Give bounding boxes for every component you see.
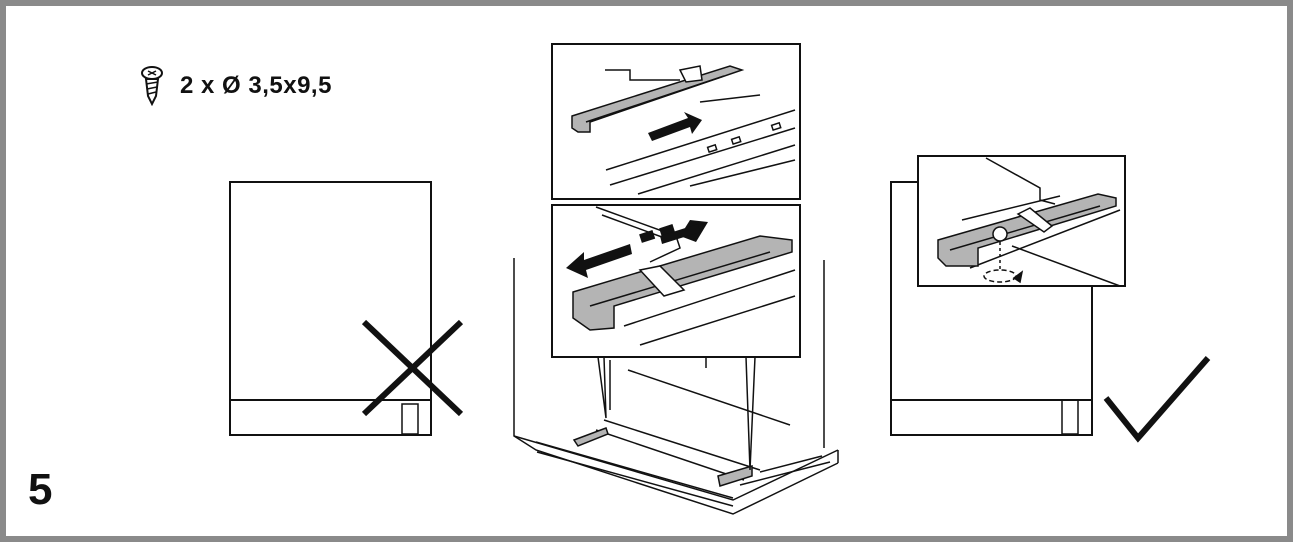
detail-screw-fixing (917, 155, 1126, 287)
hinge-block-right (1061, 399, 1079, 435)
bracket-left-mounted (572, 427, 609, 447)
slide-double-arrow-icon (566, 220, 708, 278)
insert-arrow-icon (648, 112, 702, 141)
bracket-part-right (937, 193, 1117, 267)
incorrect-mounting-panel (229, 181, 464, 436)
fastener-spec: 2 x Ø 3,5x9,5 (140, 66, 332, 107)
cabinet-front-left (229, 181, 432, 436)
cross-icon (361, 319, 464, 417)
screw-head (992, 226, 1008, 242)
check-icon (1103, 356, 1211, 443)
correct-mounting-panel (890, 155, 1211, 443)
screw-icon (140, 66, 164, 107)
bracket-right-mounted (717, 464, 753, 487)
fastener-spec-label: 2 x Ø 3,5x9,5 (180, 72, 332, 99)
hood-body (513, 258, 839, 515)
step-number: 5 (28, 465, 53, 514)
bracket-part-middle (572, 235, 793, 331)
detail-insert-bracket (551, 43, 801, 200)
hinge-block-left (401, 403, 419, 435)
detail-slide-bracket (551, 204, 801, 358)
